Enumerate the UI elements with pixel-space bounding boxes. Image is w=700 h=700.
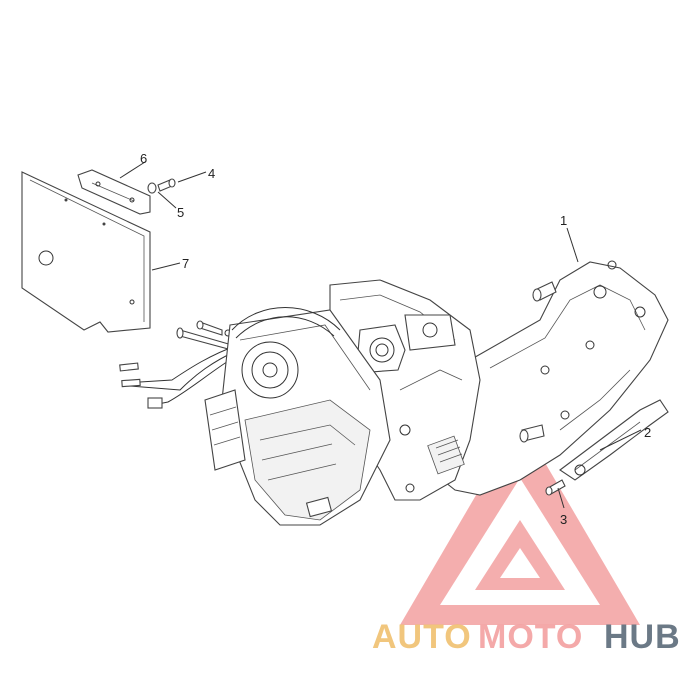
watermark-word-moto: MOTO [478,618,583,656]
watermark-logo [400,420,640,625]
watermark-word-auto: AUTO [372,618,472,656]
callout-labels: 1 2 3 4 5 6 7 [140,151,651,527]
engine-assembly [204,260,669,526]
callout-3: 3 [560,512,567,527]
cooling-fan [241,341,299,399]
cover-hole [38,250,54,266]
callout-7: 7 [182,256,189,271]
connector-1 [119,362,139,372]
callout-5: 5 [177,205,184,220]
watermark-triangle-hole [500,548,540,578]
connector-2 [121,378,141,388]
watermark-word-hub: HUB [604,618,681,656]
screw-and-washer [147,178,176,194]
left-bolts [176,320,233,351]
callout-2: 2 [644,425,651,440]
mounting-bracket [77,169,151,215]
lever-bolt [545,479,566,496]
cooling-fins [427,435,465,475]
watermark-wordmark: AUTO MOTO HUB [372,618,681,656]
callout-4: 4 [208,166,215,181]
callout-6: 6 [140,151,147,166]
leader-lines [119,161,642,509]
callout-1: 1 [560,213,567,228]
connector-3 [147,397,163,409]
washer [147,182,157,194]
cover-plate [21,171,151,333]
intake-hose [231,307,341,331]
